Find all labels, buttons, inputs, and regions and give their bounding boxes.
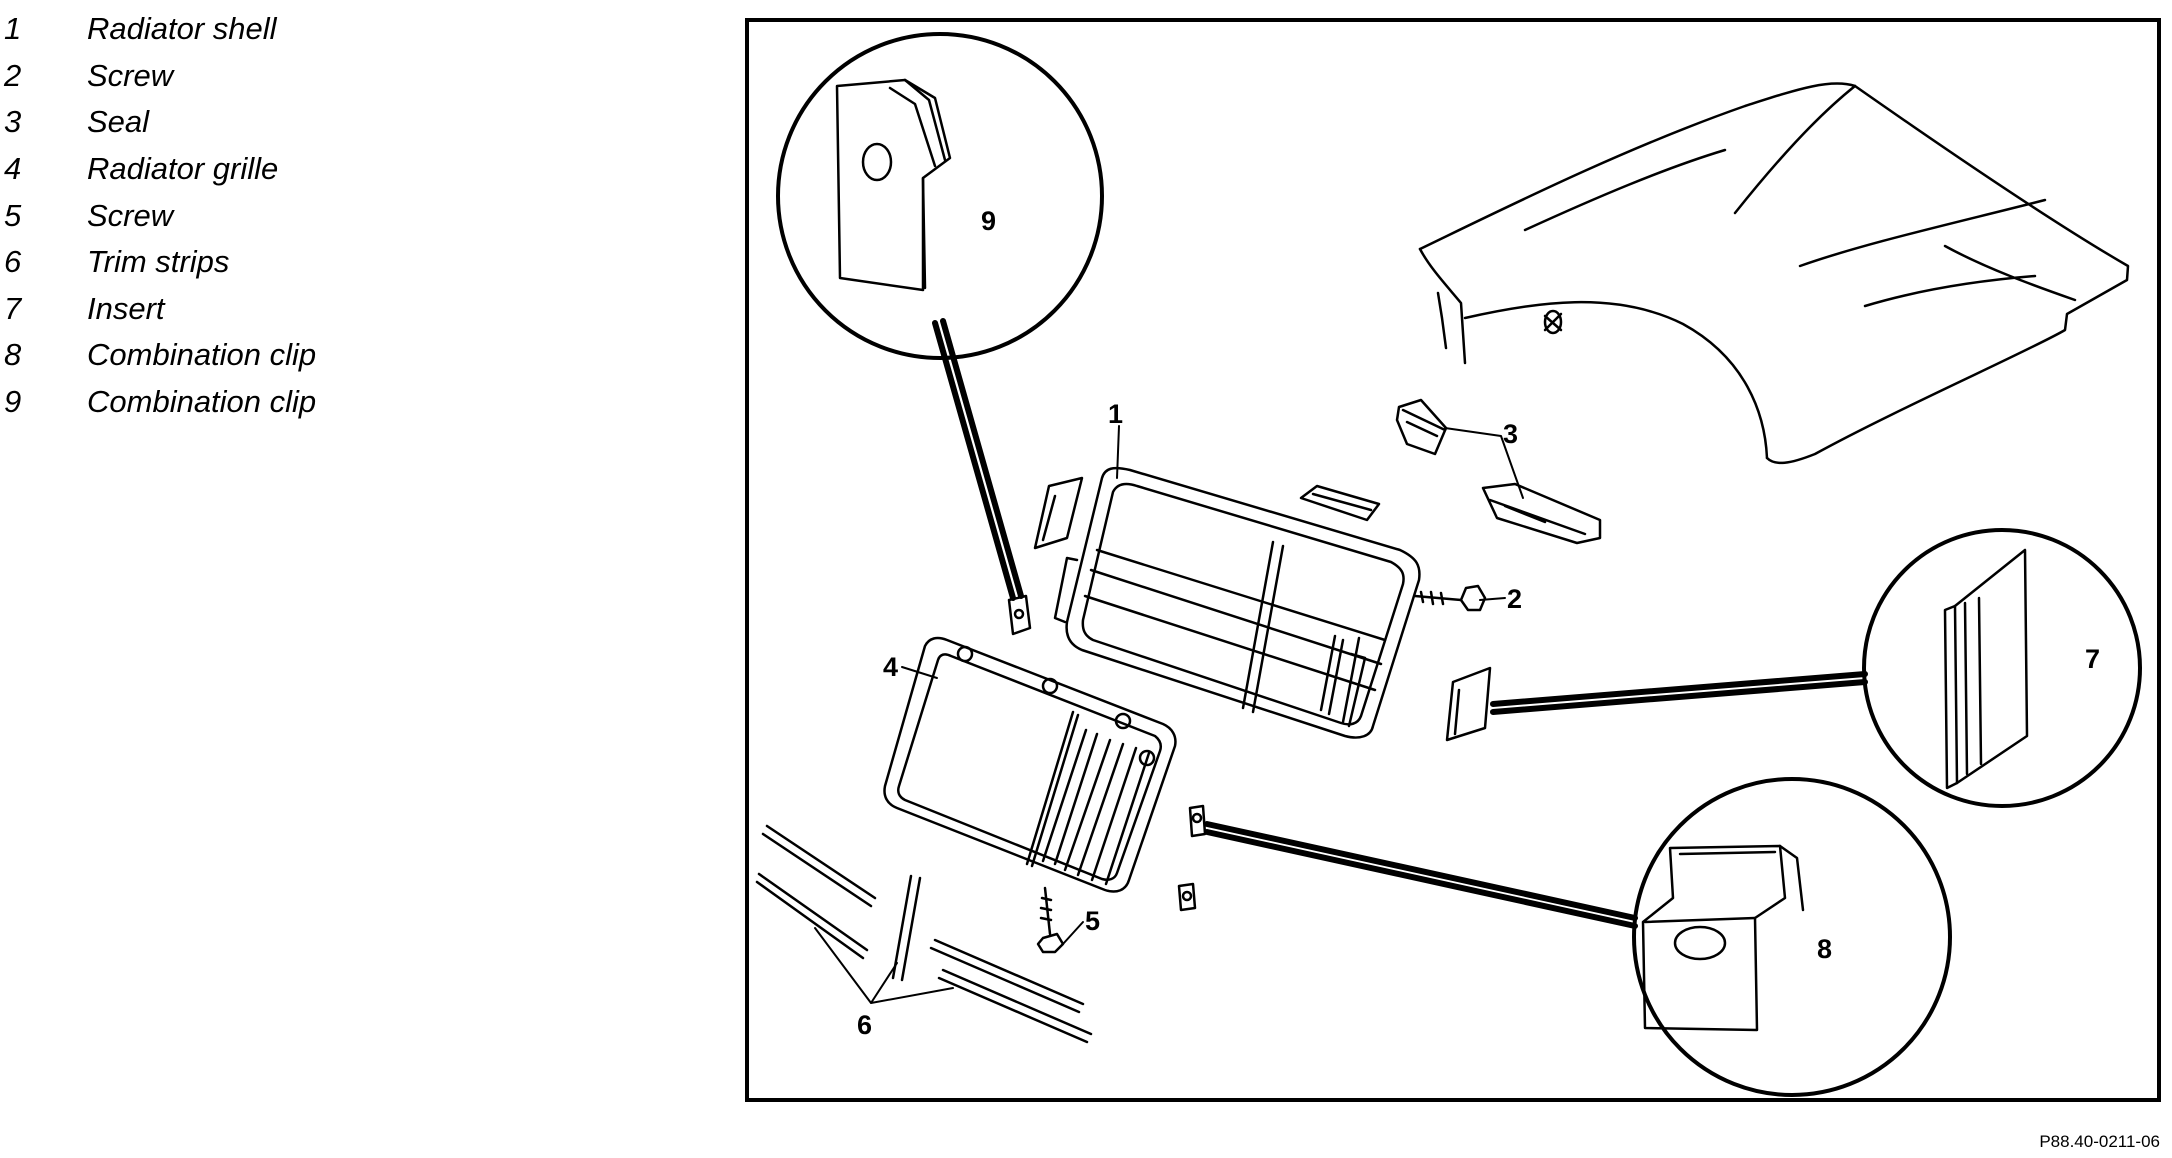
legend-item: 5 Screw — [0, 192, 620, 239]
detail-pointer-7 — [1490, 671, 1868, 715]
legend-label: Trim strips — [87, 244, 230, 280]
legend-number: 4 — [4, 151, 22, 187]
legend-label: Seal — [87, 104, 150, 140]
legend-label: Screw — [87, 57, 174, 93]
callout-5: 5 — [1085, 906, 1100, 936]
legend-item: 9 Combination clip — [0, 379, 620, 426]
right-side-insert-drawing — [1445, 666, 1492, 742]
leader-line — [814, 927, 954, 1004]
callout-2: 2 — [1507, 584, 1522, 614]
legend-number: 1 — [4, 11, 22, 47]
legend-number: 3 — [4, 104, 22, 140]
callout-8: 8 — [1817, 934, 1832, 964]
legend-number: 5 — [4, 197, 22, 233]
legend-number: 8 — [4, 337, 22, 373]
legend-item: 8 Combination clip — [0, 332, 620, 379]
screw-2-drawing — [1413, 584, 1487, 612]
trim-strips-drawing — [755, 824, 1093, 1044]
legend-label: Insert — [87, 290, 165, 326]
screw-5-drawing — [1036, 886, 1065, 954]
legend-item: 2 Screw — [0, 53, 620, 100]
detail-pointer-8 — [1204, 821, 1638, 929]
legend-number: 7 — [4, 290, 22, 326]
legend-label: Radiator grille — [87, 151, 279, 187]
detail-view-8 — [1632, 777, 1952, 1097]
legend-label: Radiator shell — [87, 11, 277, 47]
legend-item: 4 Radiator grille — [0, 146, 620, 193]
legend-label: Combination clip — [87, 337, 317, 373]
legend-number: 9 — [4, 384, 22, 420]
callout-6: 6 — [857, 1010, 872, 1040]
legend-number: 6 — [4, 244, 22, 280]
callout-9: 9 — [981, 206, 996, 236]
legend-item: 1 Radiator shell — [0, 6, 620, 53]
radiator-grille-drawing — [883, 636, 1177, 893]
callout-4: 4 — [883, 652, 898, 682]
legend-number: 2 — [4, 57, 22, 93]
legend-label: Combination clip — [87, 384, 317, 420]
legend-item: 6 Trim strips — [0, 239, 620, 286]
detail-pointer-9 — [932, 318, 1024, 601]
figure-code: P88.40-0211-06 — [2039, 1132, 2160, 1151]
legend-item: 7 Insert — [0, 286, 620, 333]
hood-drawing — [1418, 82, 2130, 465]
left-side-insert-drawing — [1033, 476, 1084, 550]
exploded-parts-diagram: 1 2 3 4 5 6 7 8 9 — [745, 18, 2161, 1102]
detail-view-9 — [776, 32, 1104, 360]
callout-3: 3 — [1503, 419, 1518, 449]
legend-label: Screw — [87, 197, 174, 233]
radiator-shell-drawing — [1053, 466, 1421, 739]
seal-drawing — [1395, 398, 1602, 545]
callout-1: 1 — [1108, 399, 1123, 429]
insert-pad-drawing — [1299, 484, 1381, 522]
callout-7: 7 — [2085, 644, 2100, 674]
detail-view-7 — [1862, 528, 2142, 808]
legend-item: 3 Seal — [0, 99, 620, 146]
diagram-frame — [745, 18, 2161, 1102]
